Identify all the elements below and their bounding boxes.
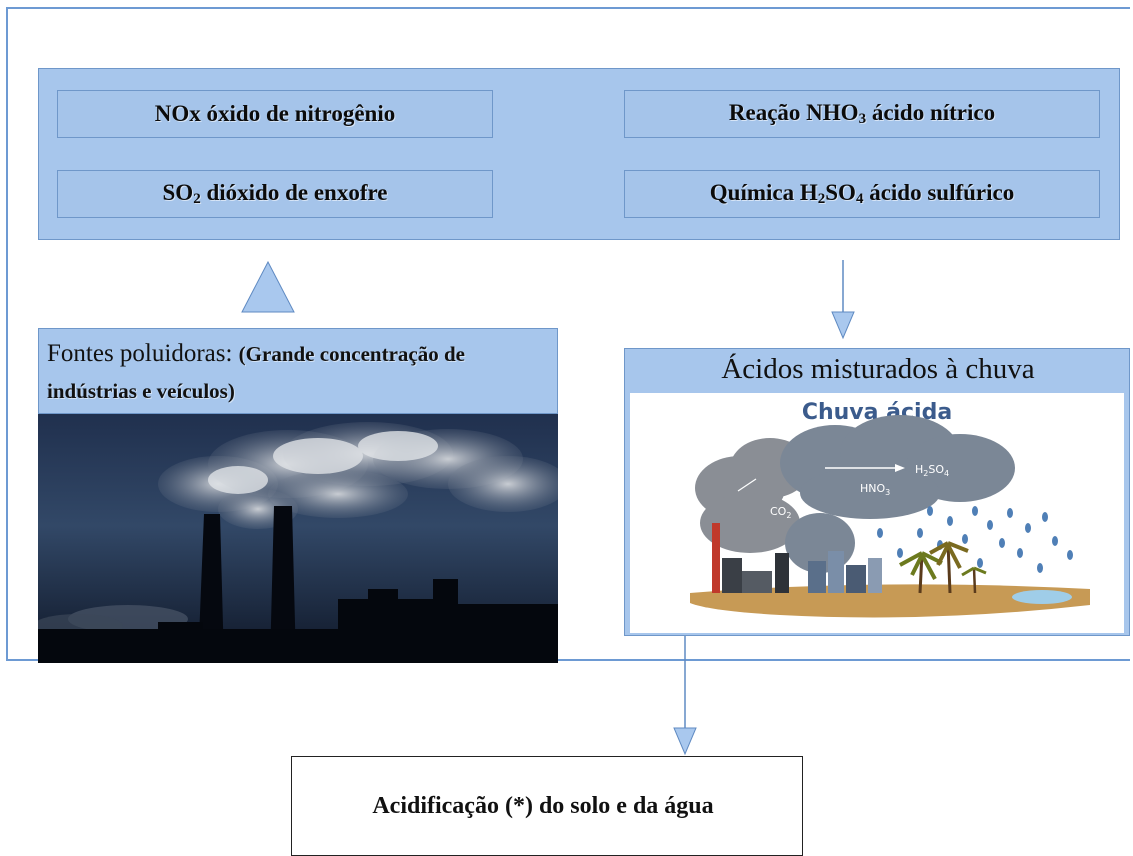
diagram-frame [6, 7, 1130, 661]
acidification-label: Acidificação (*) do solo e da água [372, 792, 714, 819]
quimica-label: Química H2SO4 ácido sulfúrico [709, 180, 1015, 207]
nox-box: NOx óxido de nitrogênio [57, 90, 493, 138]
reacao-label: Reação NHO3 ácido nítrico [728, 100, 996, 127]
down-arrow-result-icon [673, 636, 697, 756]
sources-label: Fontes poluidoras: [47, 340, 239, 367]
h2so4-label: H2SO4 [915, 463, 949, 478]
acidification-box: Acidificação (*) do solo e da água [291, 756, 803, 856]
so2-label: SO2 dióxido de enxofre [162, 180, 388, 207]
factory-smoke-photo [38, 414, 558, 663]
down-arrow-icon [831, 260, 855, 340]
hno3-label: HNO3 [860, 482, 890, 497]
so2-box: SO2 dióxido de enxofre [57, 170, 493, 218]
acid-rain-title: Ácidos misturados à chuva [721, 353, 1035, 385]
nox-label: NOx óxido de nitrogênio [154, 101, 396, 126]
quimica-box: Química H2SO4 ácido sulfúrico [624, 170, 1100, 218]
sources-detail: (Grande concentração de indústrias e veí… [47, 342, 465, 403]
reacao-box: Reação NHO3 ácido nítrico [624, 90, 1100, 138]
acid-rain-panel: Ácidos misturados à chuva Chuva ácida H2… [624, 348, 1130, 636]
co2-label: CO2 [770, 505, 791, 520]
up-triangle-icon [241, 260, 295, 313]
sources-header: Fontes poluidoras: (Grande concentração … [38, 328, 558, 414]
acid-rain-illustration: Chuva ácida H2SO4 HNO3 CO2 [630, 393, 1124, 633]
pollution-sources-panel: Fontes poluidoras: (Grande concentração … [38, 328, 558, 663]
